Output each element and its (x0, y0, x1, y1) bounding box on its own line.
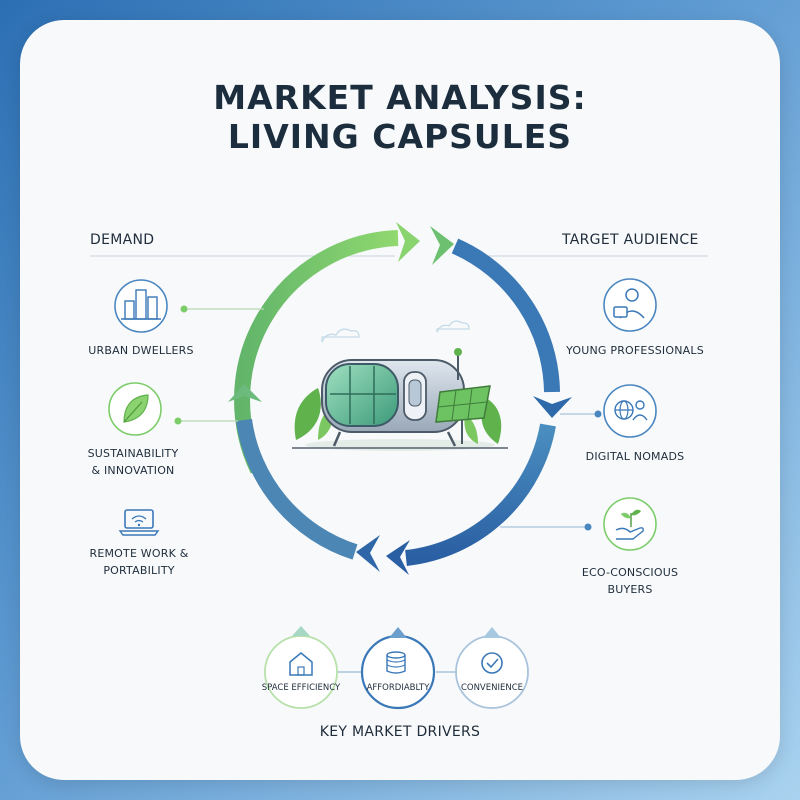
demand-label-remote-work: REMOTE WORK & PORTABILITY (54, 545, 224, 579)
cycle-arrowhead-top (396, 222, 420, 262)
globe-person-icon (603, 384, 657, 438)
connector-dot-urban (180, 305, 188, 313)
demand-label-sustainability: SUSTAINABILITY & INNOVATION (48, 445, 218, 479)
audience-label-young-professionals: YOUNG PROFESSIONALS (550, 342, 720, 359)
driver-space-efficiency (264, 626, 338, 709)
driver-label-space-efficiency: SPACE EFFICIENCY (261, 683, 341, 693)
audience-label-eco-conscious: ECO-CONSCIOUS BUYERS (545, 564, 715, 598)
target-audience-heading: TARGET AUDIENCE (562, 232, 699, 248)
plant-hand-icon (603, 497, 657, 551)
cycle-arrowhead-top-2 (430, 226, 454, 265)
leaf-icon (108, 382, 162, 436)
title-line-1: MARKET ANALYSIS: (213, 78, 587, 117)
buildings-icon (114, 279, 168, 333)
cycle-arrowhead-bottom (386, 540, 410, 575)
driver-label-affordability: AFFORDIABLTY (366, 683, 430, 693)
living-capsule-illustration (292, 320, 508, 451)
label-line: URBAN DWELLERS (88, 344, 194, 357)
connector-dot-eco (584, 523, 592, 531)
connector-dot-sustainability (174, 417, 182, 425)
driver-affordability (360, 627, 436, 710)
cycle-arrows (228, 222, 572, 575)
title-line-2: LIVING CAPSULES (227, 117, 573, 156)
label-line: BUYERS (607, 583, 653, 596)
cycle-arrowhead-left (228, 384, 262, 402)
label-line: REMOTE WORK & (89, 547, 189, 560)
audience-label-digital-nomads: DIGITAL NOMADS (550, 448, 720, 465)
cycle-arrowhead-bottom-2 (356, 535, 380, 572)
label-line: & INNOVATION (91, 464, 175, 477)
demand-label-urban-dwellers: URBAN DWELLERS (56, 342, 226, 359)
connector-dot-nomads (594, 410, 602, 418)
key-market-drivers-heading: KEY MARKET DRIVERS (319, 724, 481, 740)
laptop-wifi-icon (118, 509, 160, 536)
label-line: SUSTAINABILITY (87, 447, 179, 460)
demand-heading: DEMAND (90, 232, 155, 248)
label-line: DIGITAL NOMADS (585, 450, 685, 463)
label-line: PORTABILITY (103, 564, 175, 577)
label-line: ECO-CONSCIOUS (581, 566, 679, 579)
cycle-arrowhead-right (533, 396, 572, 418)
driver-label-convenience: CONVENIENCE (460, 683, 524, 693)
professional-briefcase-icon (603, 278, 657, 332)
driver-convenience (455, 627, 529, 709)
label-line: YOUNG PROFESSIONALS (566, 344, 704, 357)
